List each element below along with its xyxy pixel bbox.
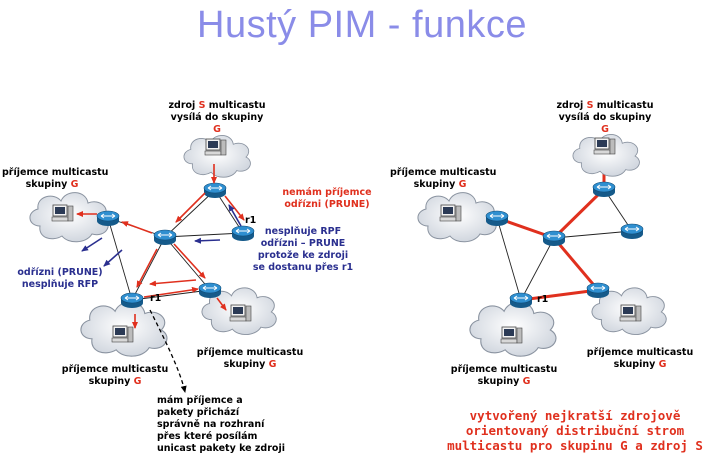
slide-title: Hustý PIM - funkce [197, 4, 527, 46]
source-pc-icon [204, 138, 227, 156]
router-icon [485, 210, 509, 227]
router-r1-label: r1 [245, 215, 257, 226]
router-icon [586, 282, 610, 299]
router-icon [509, 292, 533, 309]
receiver-label-bottom-left: příjemce multicastu skupiny G [61, 364, 169, 387]
receiver-label-bottom-right: příjemce multicastu skupiny G [196, 347, 304, 370]
prune-left-note: odřízni (PRUNE) nesplňuje RFP [17, 267, 103, 290]
receiver-label-left: příjemce multicastu skupiny G [390, 167, 497, 190]
router-icon [153, 229, 177, 246]
router-icon [96, 210, 120, 227]
receiver-label-left: příjemce multicastu skupiny G [2, 167, 109, 190]
receiver-pc-icon [229, 304, 252, 322]
router-r1-label: r1 [150, 293, 162, 304]
rpf-fail-note: nesplňuje RPF odřízni – PRUNE protože ke… [252, 226, 354, 273]
rpf-success-note: mám příjemce a pakety přichází správně n… [157, 395, 285, 454]
router-icon [198, 282, 222, 299]
receiver-label-bottom-left: příjemce multicastu skupiny G [450, 364, 558, 387]
right-diagram [417, 133, 667, 357]
receiver-pc-icon [619, 304, 642, 322]
receiver-pc-icon [500, 326, 523, 344]
router-icon [542, 230, 566, 247]
router-icon [620, 223, 644, 240]
router-icon [592, 181, 616, 198]
receiver-label-bottom-right: příjemce multicastu skupiny G [586, 347, 694, 370]
tree-caption: vytvořený nejkratší zdrojově orientovaný… [447, 408, 703, 453]
no-receiver-note: nemám příjemce odřízni (PRUNE) [282, 187, 372, 210]
receiver-pc-icon [439, 204, 462, 222]
left-diagram [29, 134, 277, 393]
source-pc-icon [593, 137, 616, 155]
source-label: zdroj S multicastu vysílá do skupiny G [168, 100, 266, 135]
prune-arrows [81, 204, 242, 267]
router-icon [203, 182, 227, 199]
router-icon [120, 292, 144, 309]
source-label: zdroj S multicastu vysílá do skupiny G [556, 100, 654, 135]
router-r1-label: r1 [537, 294, 549, 305]
right-links [496, 188, 633, 301]
note-pointer-arrow [149, 309, 187, 393]
receiver-pc-icon [111, 325, 134, 343]
receiver-pc-icon [51, 204, 74, 222]
